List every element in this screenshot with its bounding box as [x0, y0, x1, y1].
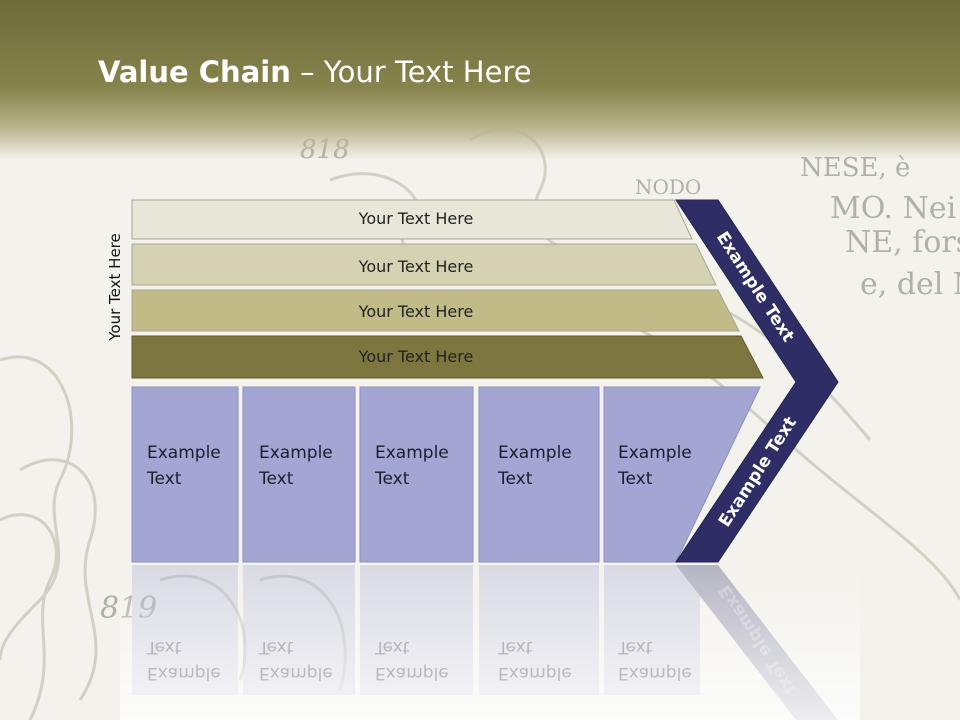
page-title: Value Chain – Your Text Here — [98, 55, 532, 89]
bar-4 — [131, 335, 764, 379]
box-2 — [242, 386, 356, 563]
chevron-arrow — [675, 199, 839, 563]
title-bold: Value Chain — [98, 55, 291, 89]
header-band — [0, 0, 960, 160]
bar-1 — [131, 199, 693, 240]
bar-3-label: Your Text Here — [358, 302, 474, 321]
bar-3 — [131, 289, 740, 332]
bar-2 — [131, 243, 717, 286]
bg-text-1: NODO — [635, 175, 701, 199]
bg-text-3: MO. Nei — [830, 191, 956, 226]
bar-4-label: Your Text Here — [358, 347, 474, 366]
box-1 — [131, 386, 239, 563]
bar-2-label: Your Text Here — [358, 257, 474, 276]
box-4 — [478, 386, 600, 563]
bg-text-5: e, del N — [860, 267, 960, 302]
bar-1-label: Your Text Here — [358, 209, 474, 228]
bg-text-4: NE, fors — [845, 225, 960, 260]
box-3 — [359, 386, 474, 563]
title-rest: – Your Text Here — [290, 55, 532, 89]
